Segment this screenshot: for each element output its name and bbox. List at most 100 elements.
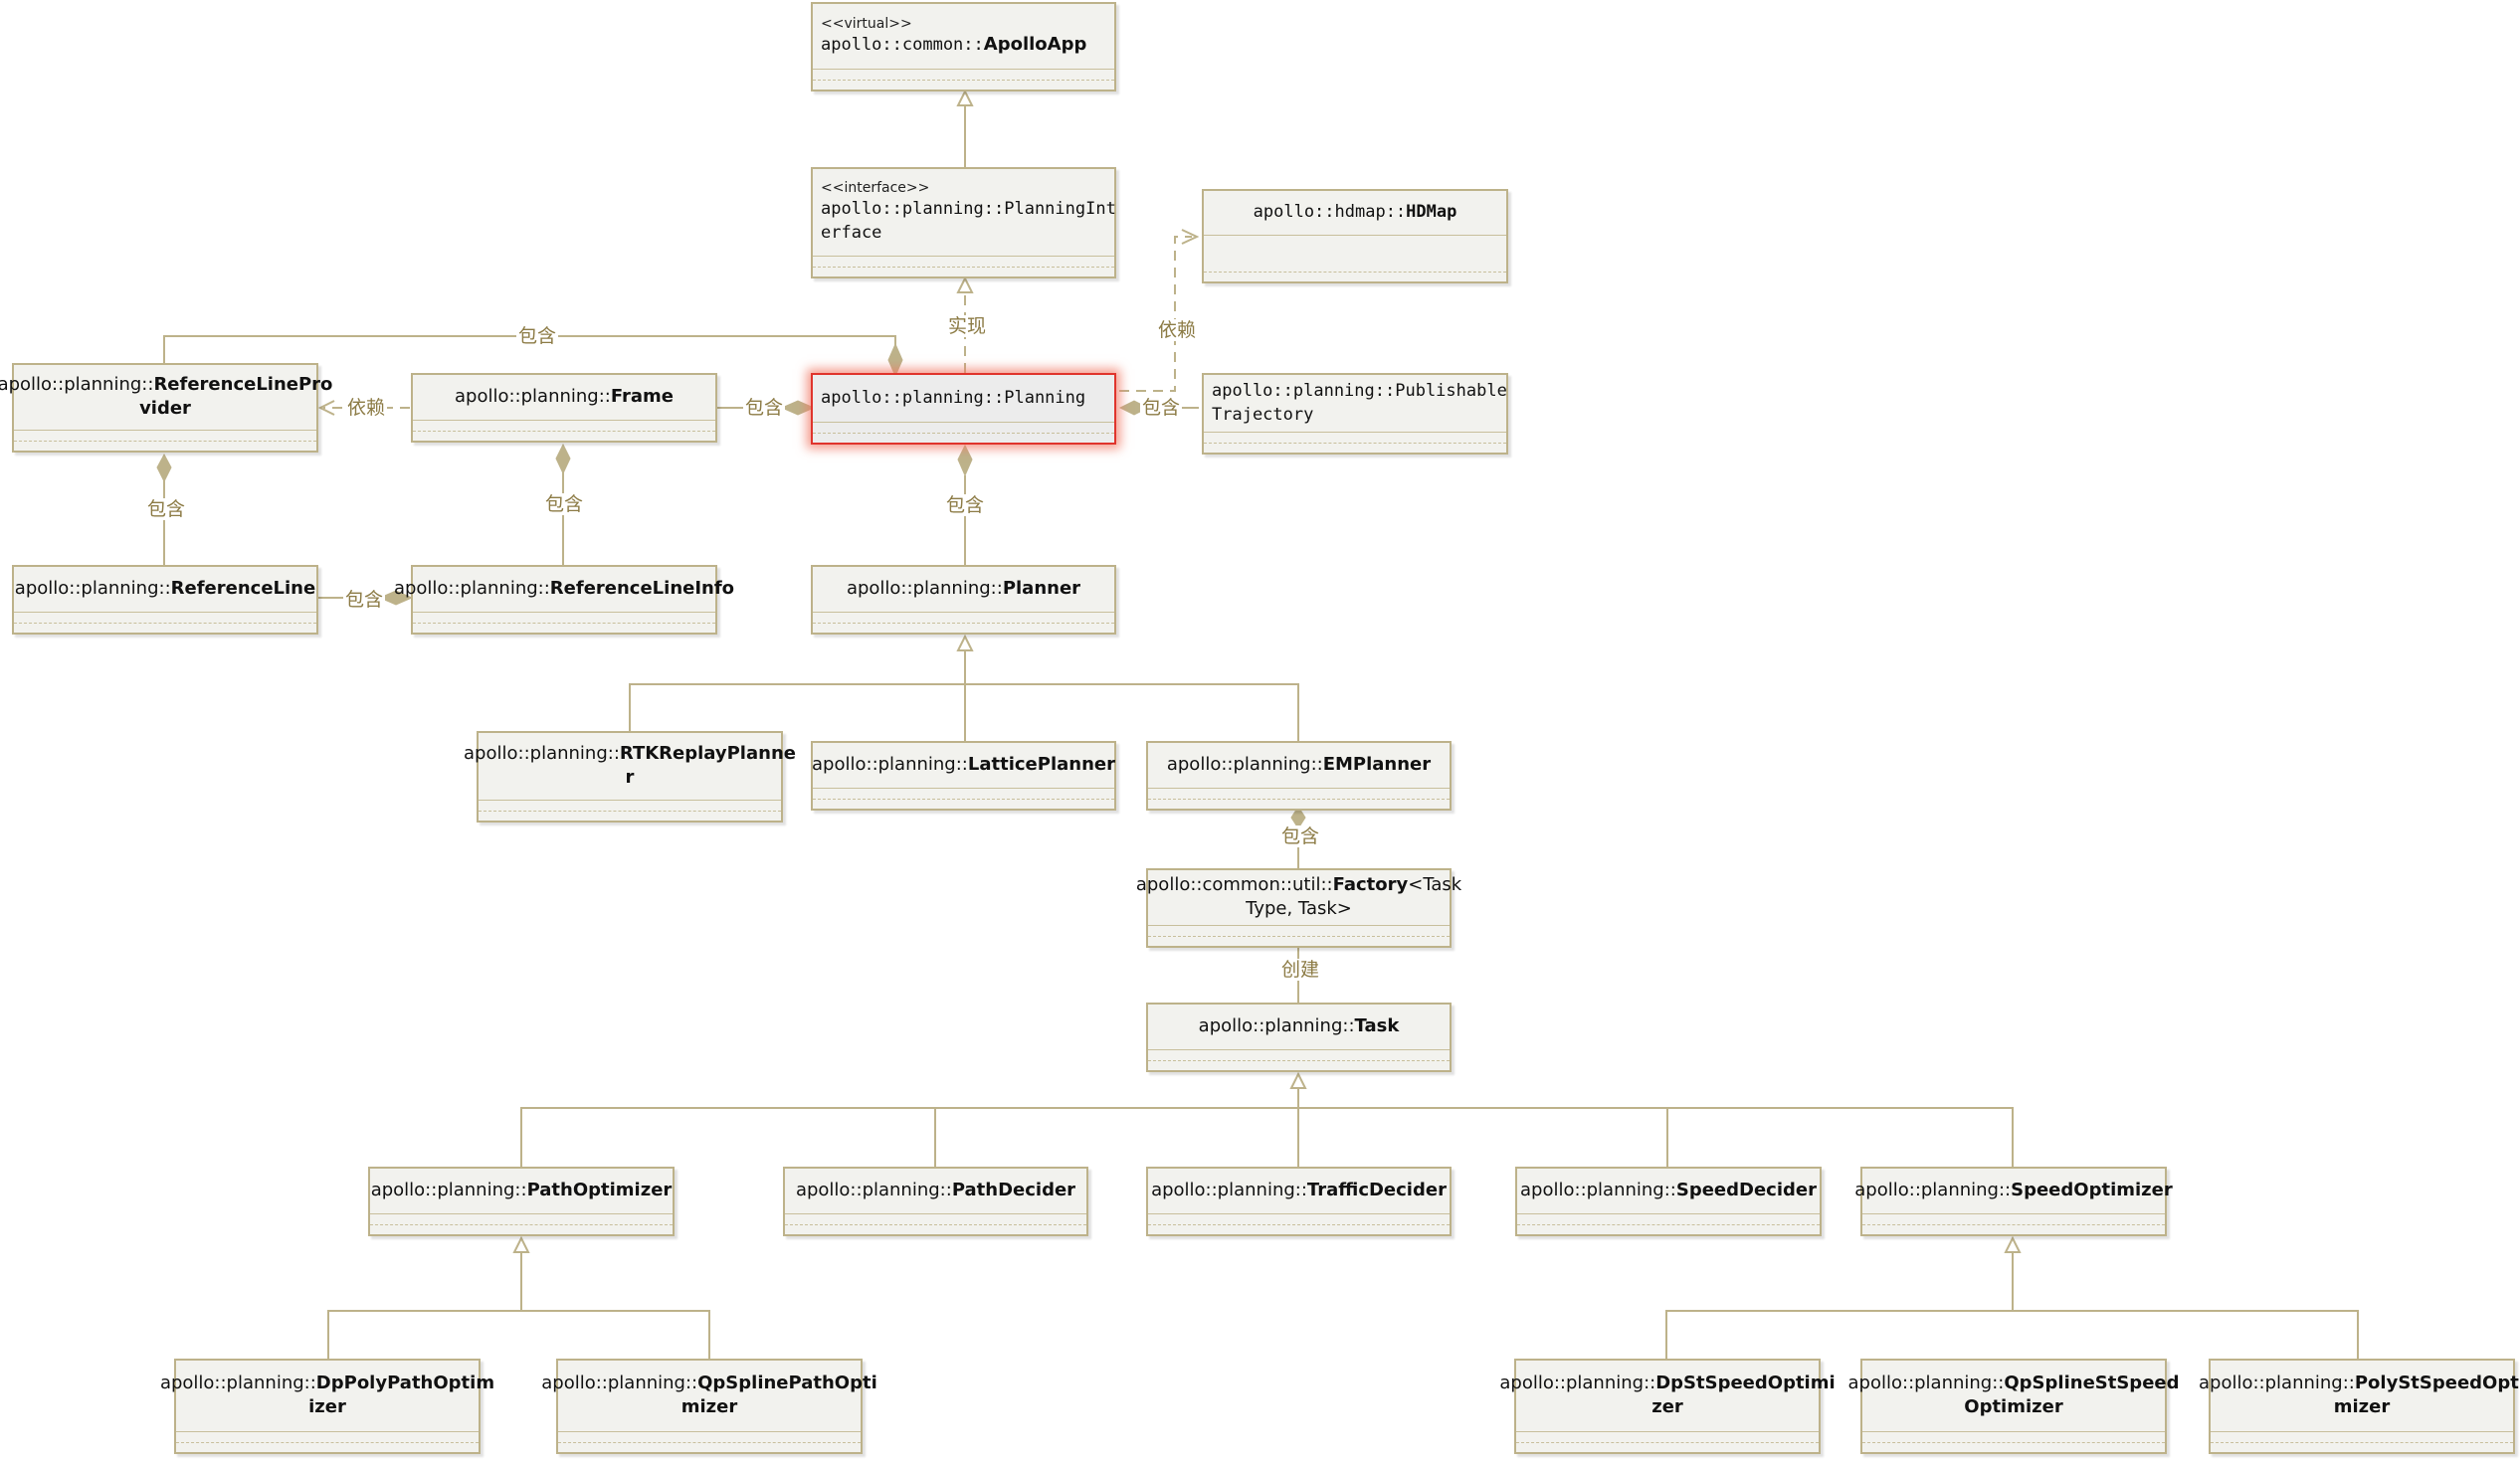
class-planning-header: apollo::planning::Planning [813,375,1114,421]
attributes-compartment [1204,432,1506,433]
inherit-arrowhead-speed-optimizer [2004,1235,2022,1253]
attributes-compartment [813,256,1114,257]
relation-label-implements: 实现 [945,315,989,337]
class-name: SpeedDecider [1675,1180,1817,1200]
attributes-compartment [558,1431,861,1432]
class-factory[interactable]: apollo::common::util::Factory<Task Type,… [1136,868,1461,948]
inherit-line-path-optimizers [327,1253,710,1359]
namespace-prefix: apollo::planning:: [821,388,1005,408]
class-dp-poly-path-optimizer[interactable]: apollo::planning::DpPolyPathOptim izer [160,1359,494,1454]
attributes-compartment [1204,235,1506,236]
class-apolloapp[interactable]: <<virtual>> apollo::common::ApolloApp [811,2,1116,92]
class-name-continued: vider [139,398,191,419]
operations-compartment [14,623,316,624]
class-reference-line-info-header: apollo::planning::ReferenceLineInfo [394,567,734,611]
namespace-prefix: apollo::planning:: [1166,754,1323,775]
attributes-compartment [813,422,1114,423]
class-dp-poly-path-optimizer-header: apollo::planning::DpPolyPathOptim izer [160,1361,494,1430]
class-name-continued: zer [1651,1396,1683,1417]
namespace-prefix: apollo::planning:: [795,1180,952,1200]
operations-compartment [1204,272,1506,273]
class-name: PathOptimizer [526,1180,673,1200]
stereotype-label: <<virtual>> [821,16,912,32]
relation-label-contains-frame: 包含 [742,397,786,419]
class-speed-decider-header: apollo::planning::SpeedDecider [1517,1169,1820,1212]
class-path-decider[interactable]: apollo::planning::PathDecider [783,1167,1088,1236]
template-args: <Task [1408,874,1462,895]
inherit-arrowhead-task [1289,1071,1307,1089]
class-planning-interface[interactable]: <<interface>> apollo::planning::Planning… [811,167,1116,278]
attributes-compartment [413,420,715,421]
class-name: Planning [1004,388,1086,408]
class-poly-st-speed-optimizer[interactable]: apollo::planning::PolyStSpeedOpti mizer [2199,1359,2520,1454]
class-name: PlanningInt [1004,199,1116,219]
class-path-optimizer[interactable]: apollo::planning::PathOptimizer [368,1167,675,1236]
class-name: LatticePlanner [967,754,1115,775]
class-name-continued: mizer [680,1396,738,1417]
diamond-planning-planner [957,444,973,477]
class-name-continued: mizer [2333,1396,2391,1417]
class-frame-header: apollo::planning::Frame [413,375,715,419]
class-rtk-replay-planner[interactable]: apollo::planning::RTKReplayPlanne r [464,731,796,823]
class-em-planner[interactable]: apollo::planning::EMPlanner [1146,741,1452,811]
inherit-line-speed-optimizers [1665,1253,2359,1359]
class-name-continued: Trajectory [1212,405,1314,425]
relation-label-contains-trajectory: 包含 [1139,397,1183,419]
class-planner[interactable]: apollo::planning::Planner [811,565,1116,635]
attributes-compartment [813,788,1114,789]
attributes-compartment [2211,1431,2513,1432]
attributes-compartment [479,800,781,801]
operations-compartment [1204,443,1506,444]
namespace-prefix: apollo::planning:: [2199,1373,2355,1393]
namespace-prefix: apollo::planning:: [846,578,1003,599]
attributes-compartment [1862,1431,2165,1432]
operations-compartment [813,80,1114,81]
attributes-compartment [1516,1431,1819,1432]
class-speed-decider[interactable]: apollo::planning::SpeedDecider [1515,1167,1822,1236]
inherit-arrowhead-planner [956,634,974,651]
class-speed-optimizer[interactable]: apollo::planning::SpeedOptimizer [1854,1167,2173,1236]
class-name: RTKReplayPlanne [619,743,796,764]
class-frame[interactable]: apollo::planning::Frame [411,373,717,443]
relation-label-depends-frame-provider: 依赖 [344,397,388,419]
namespace-prefix: apollo::planning:: [812,754,968,775]
class-planner-header: apollo::planning::Planner [813,567,1114,611]
attributes-compartment [1148,925,1450,926]
class-task[interactable]: apollo::planning::Task [1146,1003,1452,1072]
attributes-compartment [1148,1049,1450,1050]
operations-compartment [1148,799,1450,800]
class-qp-spline-path-optimizer[interactable]: apollo::planning::QpSplinePathOpti mizer [541,1359,877,1454]
class-reference-line-info[interactable]: apollo::planning::ReferenceLineInfo [394,565,734,635]
class-qp-spline-path-optimizer-header: apollo::planning::QpSplinePathOpti mizer [541,1361,877,1430]
inherit-arrowhead-apolloapp [956,89,974,106]
class-name: ReferenceLinePro [153,374,333,395]
class-lattice-planner[interactable]: apollo::planning::LatticePlanner [811,741,1116,811]
operations-compartment [413,431,715,432]
operations-compartment [413,623,715,624]
class-reference-line-provider[interactable]: apollo::planning::ReferenceLinePro vider [0,363,332,453]
depend-arrowhead-provider [317,400,335,416]
operations-compartment [370,1224,673,1225]
inherit-line-planners [629,651,1299,741]
operations-compartment [1516,1442,1819,1443]
namespace-prefix: apollo::planning:: [0,374,154,395]
class-planning[interactable]: apollo::planning::Planning [811,373,1116,445]
class-reference-line[interactable]: apollo::planning::ReferenceLine [12,565,318,635]
class-hdmap[interactable]: apollo::hdmap::HDMap [1202,189,1508,283]
class-qp-spline-st-speed-optimizer[interactable]: apollo::planning::QpSplineStSpeed Optimi… [1848,1359,2180,1454]
class-apolloapp-header: <<virtual>> apollo::common::ApolloApp [813,4,1114,68]
class-name-continued: erface [821,223,882,243]
class-traffic-decider[interactable]: apollo::planning::TrafficDecider [1146,1167,1452,1236]
operations-compartment [558,1442,861,1443]
class-publishable-trajectory[interactable]: apollo::planning::Publishable Trajectory [1202,373,1508,455]
class-name: QpSplineStSpeed [2004,1373,2180,1393]
class-path-decider-header: apollo::planning::PathDecider [785,1169,1086,1212]
realize-arrowhead-interface [956,275,974,293]
operations-compartment [1862,1224,2165,1225]
attributes-compartment [813,69,1114,70]
class-dp-st-speed-optimizer[interactable]: apollo::planning::DpStSpeedOptimi zer [1499,1359,1836,1454]
attributes-compartment [176,1431,479,1432]
operations-compartment [1862,1442,2165,1443]
class-name: PolyStSpeedOpti [2354,1373,2520,1393]
operations-compartment [1148,1224,1450,1225]
